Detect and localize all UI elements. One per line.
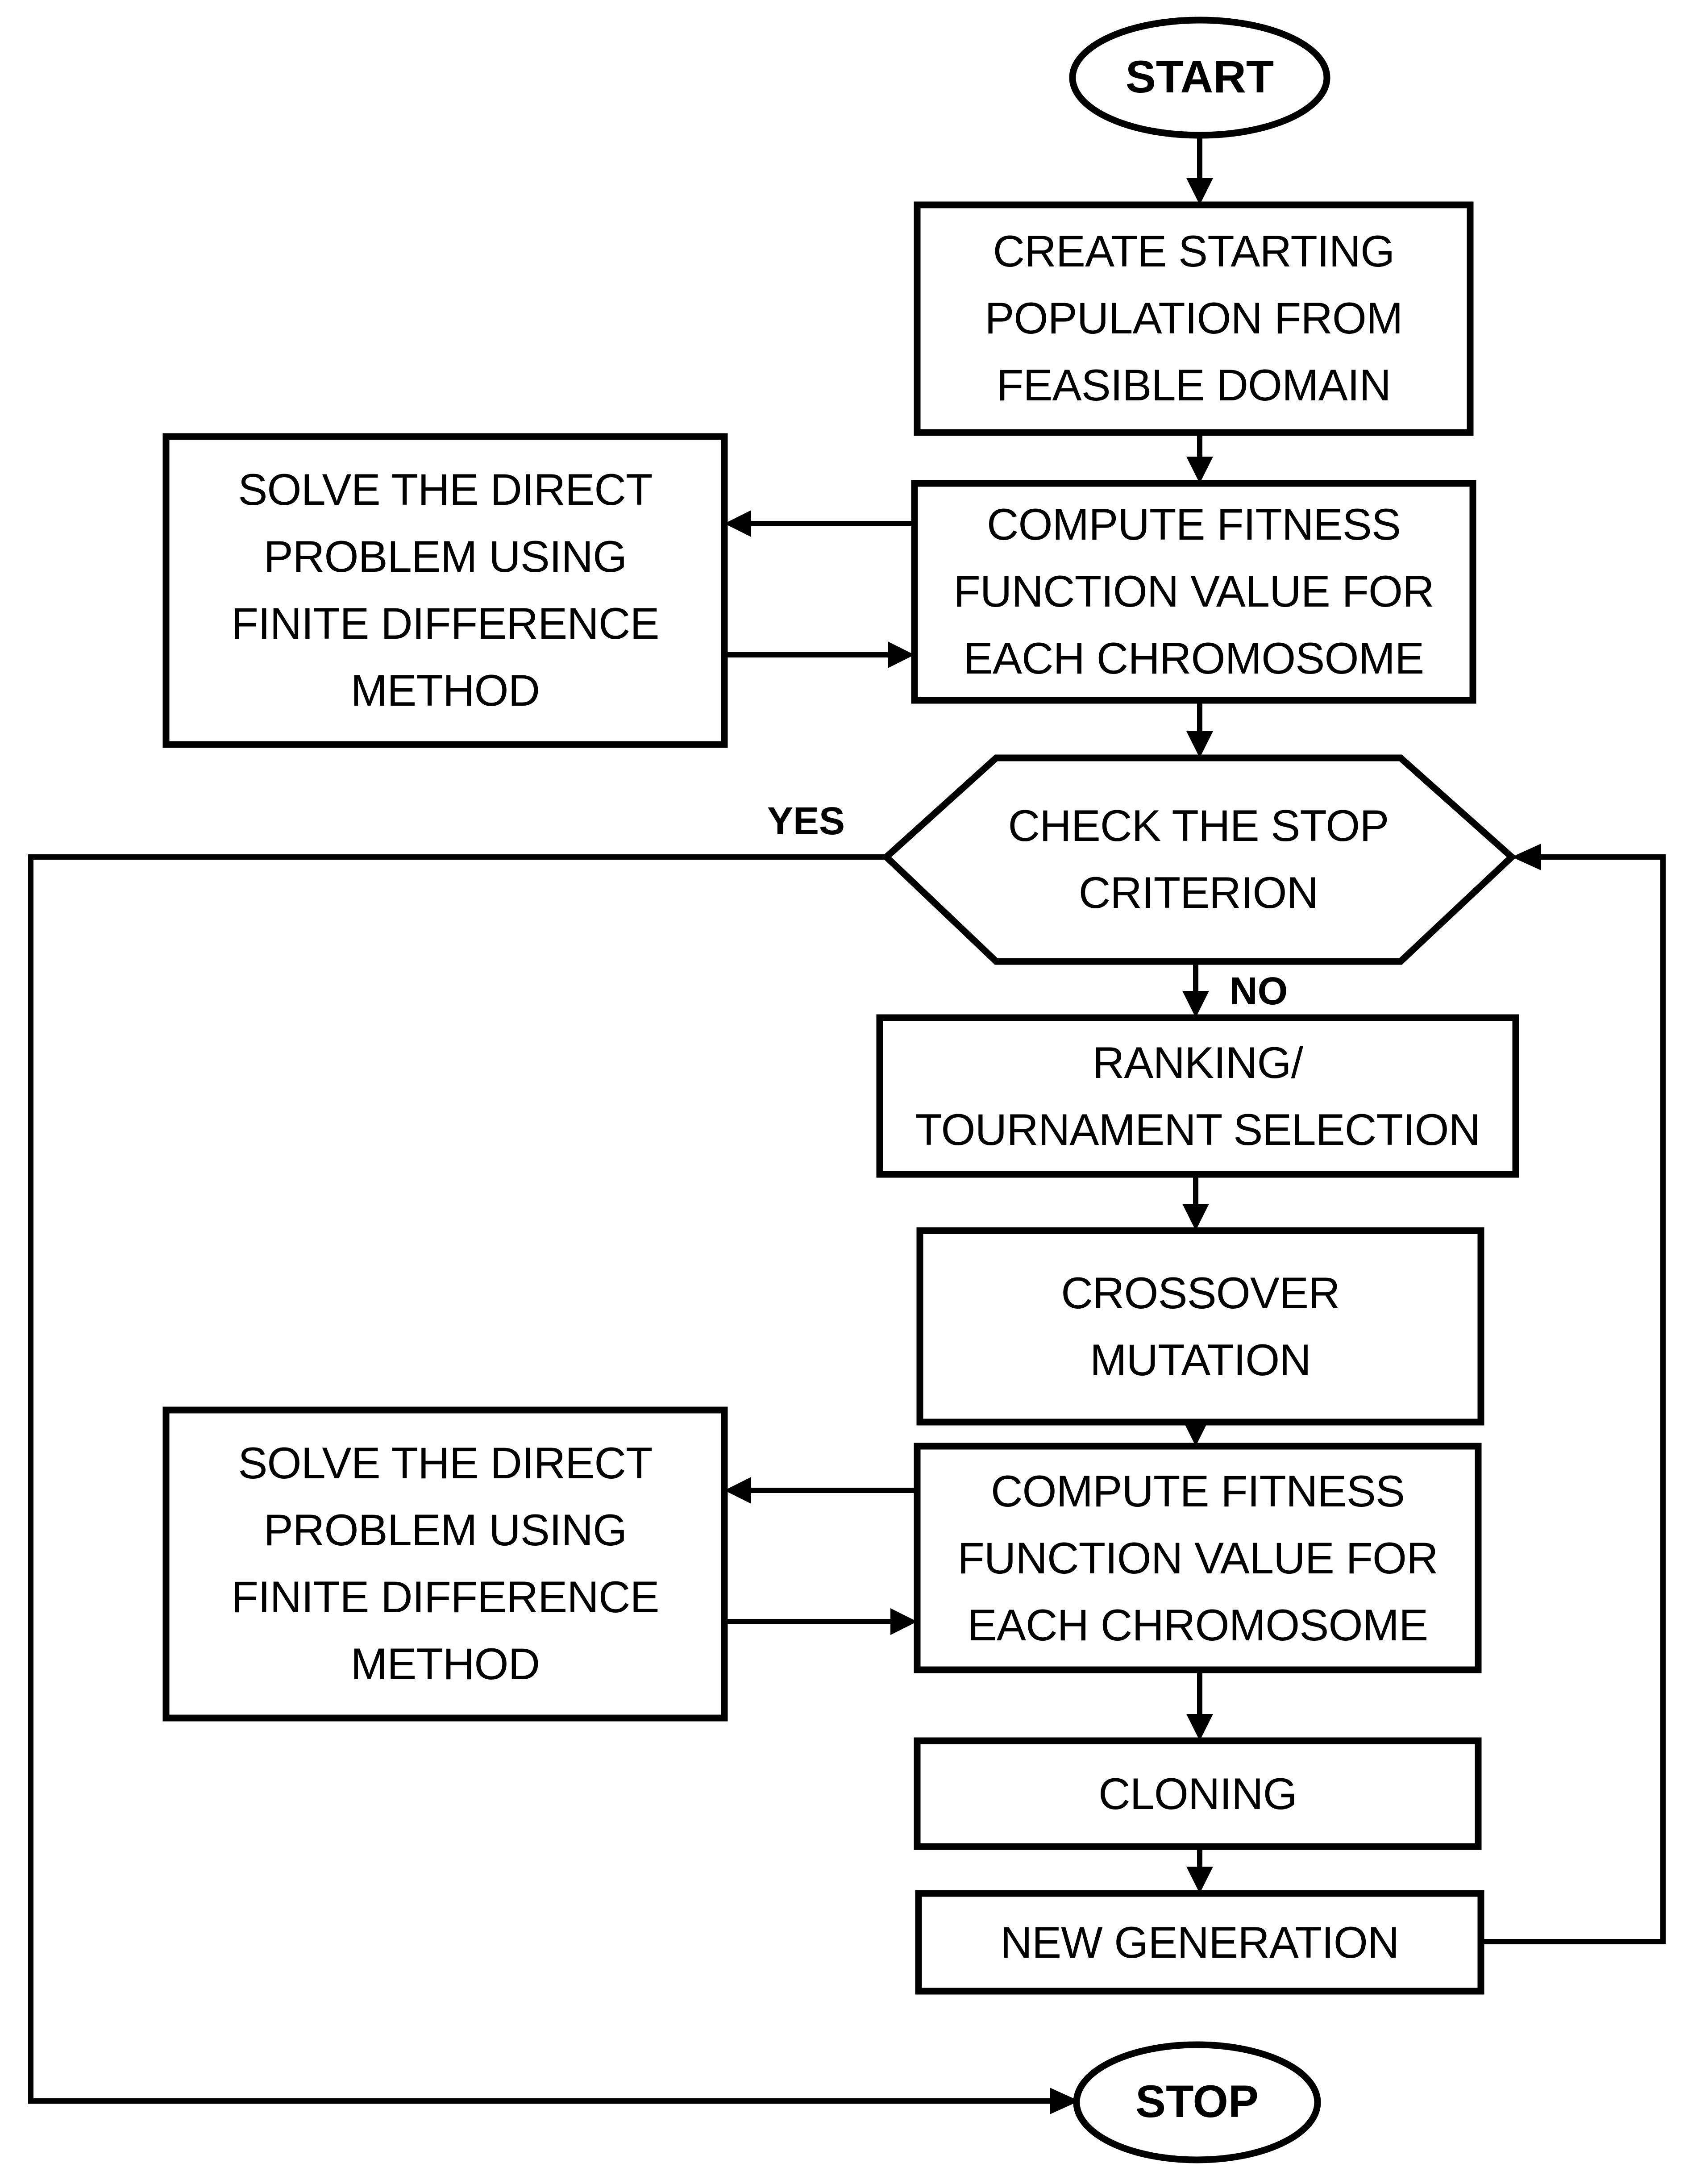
right-arrowhead-icon xyxy=(1050,2088,1079,2114)
create-population-box xyxy=(914,201,1474,436)
left-arrowhead-icon xyxy=(724,510,751,537)
ranking-selection-box xyxy=(876,1014,1519,1178)
start-ellipse xyxy=(1069,17,1330,139)
edge-compute-fitness-bottom-to-solve-direct-bottom xyxy=(724,1477,917,1504)
down-arrowhead-icon xyxy=(1182,1204,1209,1231)
edge-start-to-create-population xyxy=(1186,134,1213,205)
left-arrowhead-icon xyxy=(724,1477,751,1504)
edge-compute-fitness-top-to-solve-direct-top xyxy=(724,510,915,537)
solve-direct-top-box xyxy=(162,433,728,748)
edge-compute-fitness-bottom-to-cloning xyxy=(1186,1670,1213,1741)
check-stop-hexagon xyxy=(881,754,1517,965)
compute-fitness-top-box xyxy=(911,480,1476,704)
down-arrowhead-icon xyxy=(1182,991,1209,1018)
edge-new-generation-loop-to-check-stop xyxy=(1481,844,1666,1944)
left-arrowhead-icon xyxy=(1512,844,1541,870)
down-arrowhead-icon xyxy=(1182,1419,1209,1446)
edge-create-population-to-compute-fitness-top xyxy=(1186,433,1213,483)
edge-cloning-to-new-generation xyxy=(1186,1847,1213,1893)
stop-ellipse xyxy=(1073,2041,1321,2163)
edge-yes-loop-to-stop xyxy=(28,854,1079,2114)
new-generation-box xyxy=(915,1890,1484,1995)
solve-direct-bottom-box xyxy=(162,1406,728,1722)
edge-solve-direct-top-to-compute-fitness-top xyxy=(724,641,915,668)
edge-no-to-ranking-selection xyxy=(1182,961,1209,1018)
edge-compute-fitness-top-to-check-stop xyxy=(1186,700,1213,758)
edge-ranking-to-crossover xyxy=(1182,1174,1209,1231)
down-arrowhead-icon xyxy=(1186,457,1213,483)
right-arrowhead-icon xyxy=(888,641,915,668)
edge-solve-direct-bottom-to-compute-fitness-bottom xyxy=(724,1608,917,1635)
down-arrowhead-icon xyxy=(1186,1714,1213,1741)
cloning-box xyxy=(914,1737,1482,1850)
compute-fitness-bottom-box xyxy=(914,1443,1482,1673)
right-arrowhead-icon xyxy=(890,1608,917,1635)
down-arrowhead-icon xyxy=(1186,731,1213,758)
crossover-mutation-box xyxy=(916,1227,1484,1426)
down-arrowhead-icon xyxy=(1186,1867,1213,1893)
down-arrowhead-icon xyxy=(1186,178,1213,205)
